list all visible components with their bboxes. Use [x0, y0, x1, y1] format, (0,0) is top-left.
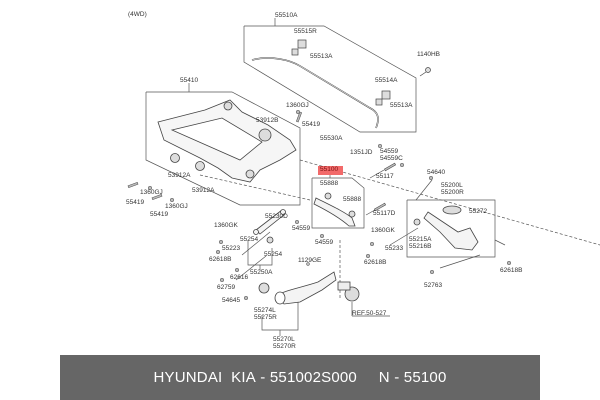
lower-arm-drawing [413, 205, 478, 250]
part-label-55272: 55272 [469, 208, 488, 215]
separator: - [255, 369, 270, 386]
part-label-55510A: 55510A [275, 12, 298, 19]
link-rods [253, 209, 286, 294]
part-label-62618B-right: 62618B [500, 267, 523, 274]
part-label-54640: 54640 [427, 169, 446, 176]
part-label-1140HB: 1140HB [417, 51, 441, 58]
part-label-53912A-1: 53912A [168, 172, 191, 179]
variant-note: (4WD) [128, 11, 147, 18]
footer-bar [60, 355, 540, 400]
part-label-55515R: 55515R [294, 28, 317, 35]
part-label-55233: 55233 [385, 245, 404, 252]
part-label-54559C: 54559C [380, 155, 403, 162]
part-label-55254-1: 55254 [240, 236, 259, 243]
part-label-55275R: 55275R [254, 314, 277, 321]
stabilizer-group-outline [244, 26, 416, 132]
n-label: N [378, 369, 390, 386]
part-label-55250A: 55250A [250, 269, 273, 276]
part-label-55419-left1: 55419 [126, 199, 145, 206]
part-label-55230D: 55230D [265, 213, 288, 220]
part-label-53912B: 53912B [256, 117, 279, 124]
part-label-54645: 54645 [222, 297, 241, 304]
part-label-1351JD: 1351JD [350, 149, 373, 156]
part-label-55100: 55100 [320, 166, 339, 173]
stabilizer-clamps [291, 39, 431, 106]
part-label-55888-1: 55888 [320, 180, 339, 187]
part-label-62618B-left: 62618B [209, 256, 232, 263]
part-label-55514A: 55514A [375, 77, 398, 84]
part-label-54559-top: 54559 [380, 148, 399, 155]
trailing-arm-drawing [274, 272, 360, 304]
fasteners [127, 109, 512, 301]
reference-number: 55100 [403, 369, 447, 386]
part-label-1360GJ-left1: 1360GJ [140, 189, 163, 196]
part-label-55216B: 55216B [409, 243, 432, 250]
upper-arm-group-outline [312, 178, 364, 228]
part-label-1360GJ-left2: 1360GJ [165, 203, 188, 210]
part-label-54559-low: 54559 [315, 239, 334, 246]
part-label-55215A: 55215A [409, 236, 432, 243]
part-label-55419-left2: 55419 [150, 211, 169, 218]
part-label-55117D: 55117D [373, 210, 396, 217]
brand-text: HYUNDAI KIA [153, 369, 256, 386]
part-label-55270L: 55270L [273, 336, 295, 343]
part-label-55117: 55117 [376, 173, 394, 180]
part-label-62616: 62616 [230, 274, 249, 281]
part-label-55410: 55410 [180, 77, 199, 84]
part-label-53912A-2: 53912A [192, 187, 215, 194]
subframe-drawing [158, 100, 296, 182]
part-number: 551002S000 [269, 369, 357, 386]
part-label-55513A-right: 55513A [390, 102, 413, 109]
gap [357, 369, 379, 386]
part-label-55888-2: 55888 [343, 196, 362, 203]
part-label-55513A-top: 55513A [310, 53, 333, 60]
part-label-REF.50-527: REF.50-527 [352, 310, 387, 317]
part-label-55200R: 55200R [441, 189, 464, 196]
footer-caption: HYUNDAI KIA - 551002S000 N - 55100 [0, 355, 600, 400]
part-label-55419-top: 55419 [302, 121, 321, 128]
part-label-55270R: 55270R [273, 343, 296, 350]
part-label-62618B-mid: 62618B [364, 259, 387, 266]
part-label-55223: 55223 [222, 245, 241, 252]
part-label-54559-mid: 54559 [292, 225, 311, 232]
part-label-1360GJ-top: 1360GJ [286, 102, 309, 109]
upper-arm-drawing [314, 192, 355, 226]
separator: - [389, 369, 404, 386]
subframe-group-outline [146, 92, 300, 205]
part-label-1360GK-right: 1360GK [371, 227, 395, 234]
highlighted-part-badge [318, 166, 343, 175]
lower-arm-group-outline [407, 200, 495, 257]
part-label-1129GE: 1129GE [298, 257, 322, 264]
part-label-52763: 52763 [424, 282, 443, 289]
part-label-1360GK-left: 1360GK [214, 222, 238, 229]
part-label-55200L: 55200L [441, 182, 463, 189]
part-label-55530A: 55530A [320, 135, 343, 142]
part-label-55254-2: 55254 [264, 251, 283, 258]
part-label-62759: 62759 [217, 284, 236, 291]
part-label-55274L: 55274L [254, 307, 276, 314]
